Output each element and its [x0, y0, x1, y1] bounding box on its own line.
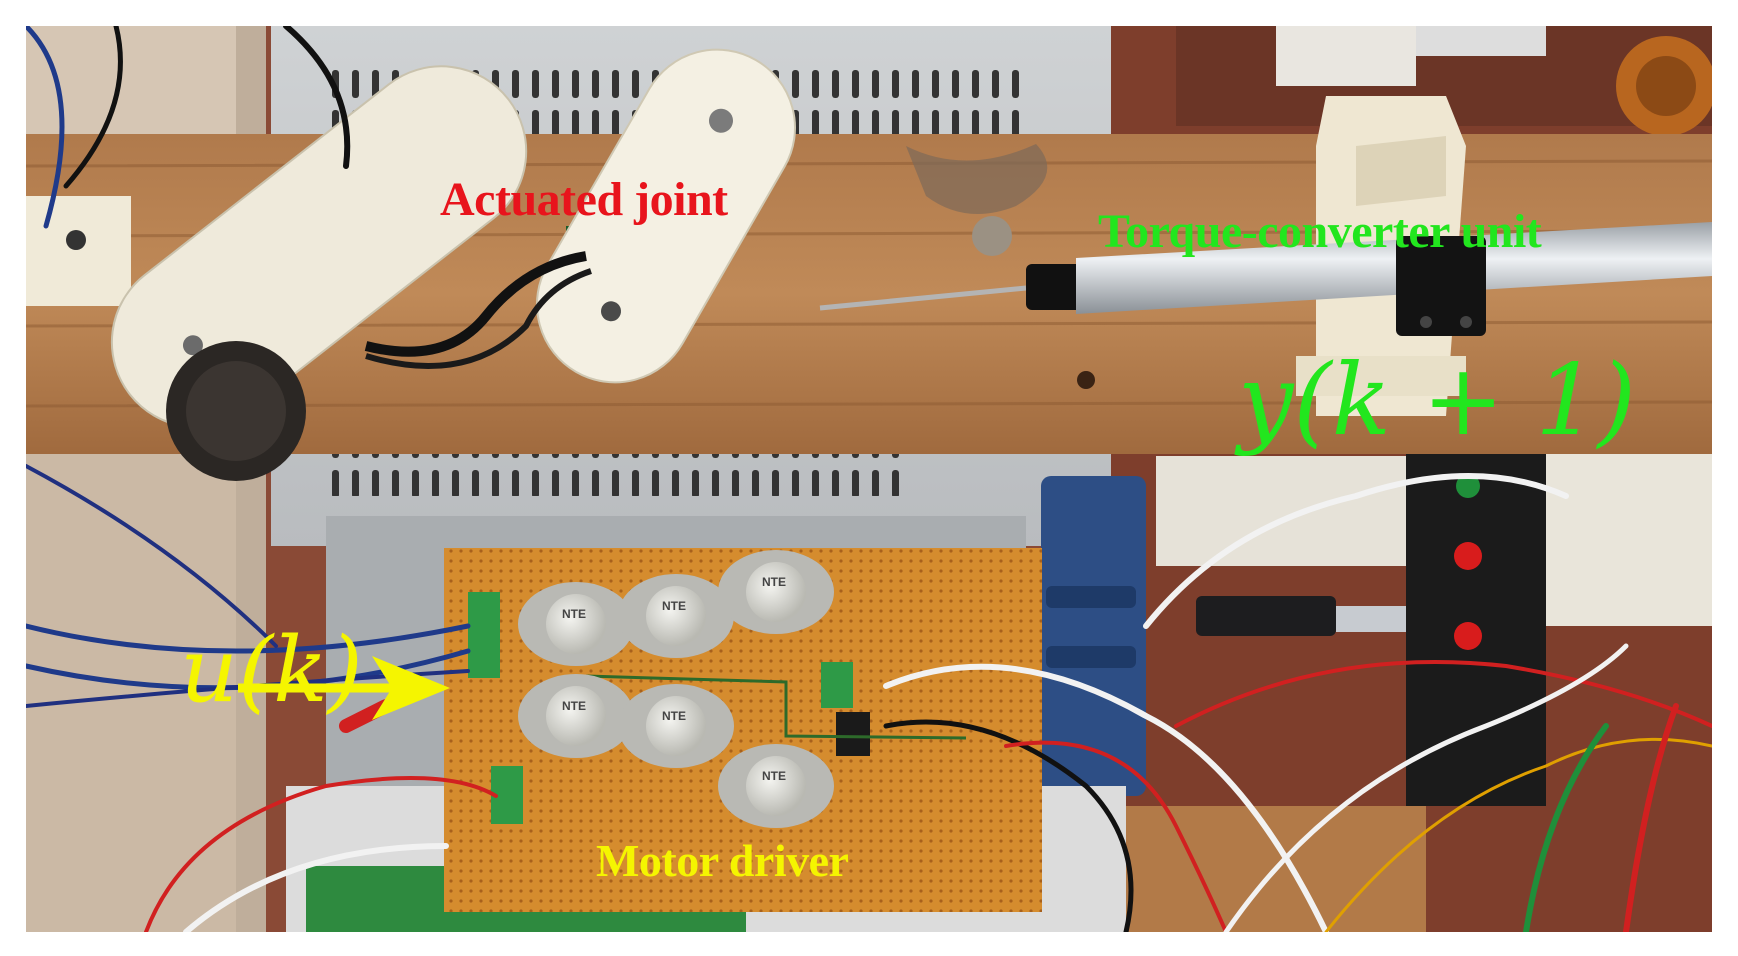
- transistor-marking: NTE: [662, 599, 686, 613]
- transistor-array: NTE NTE NTE NTE NTE NTE: [518, 550, 834, 828]
- torque-converter-unit: [819, 96, 1712, 416]
- transistor-marking: NTE: [562, 607, 586, 621]
- photo: NTE NTE NTE NTE NTE NTE: [26, 26, 1712, 932]
- motor-driver-label: Motor driver: [596, 835, 849, 886]
- input-arrow: [238, 656, 450, 720]
- output-signal-label: y(k + 1): [1238, 344, 1636, 458]
- transistor-marking: NTE: [762, 575, 786, 589]
- actuated-joint-label: Actuated joint: [440, 173, 728, 226]
- input-signal-label: u(k): [180, 618, 363, 723]
- torque-converter-label: Torque-converter unit: [1098, 205, 1542, 258]
- transistor-marking: NTE: [762, 769, 786, 783]
- transistor-marking: NTE: [662, 709, 686, 723]
- robot-arm: [110, 48, 796, 481]
- testbed-scene: NTE NTE NTE NTE NTE NTE: [26, 26, 1712, 932]
- breadboard-top-right: [1176, 26, 1712, 136]
- wires: [26, 26, 1712, 932]
- transistor-marking: NTE: [562, 699, 586, 713]
- motor-driver-board: NTE NTE NTE NTE NTE NTE: [444, 548, 1042, 912]
